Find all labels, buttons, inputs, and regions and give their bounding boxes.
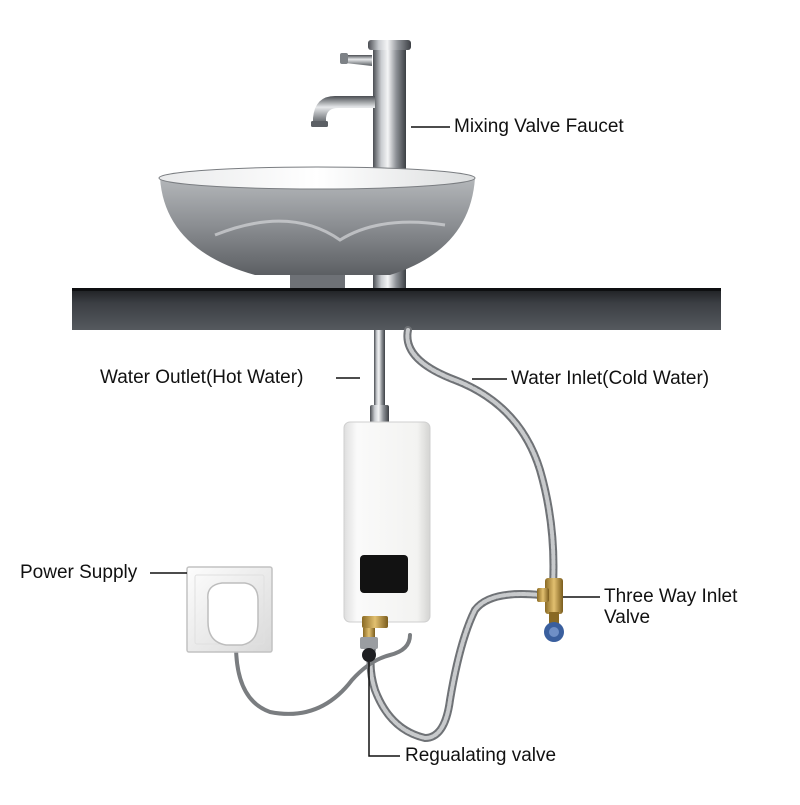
regulating-valve <box>360 628 378 662</box>
label-regulating-valve: Regualating valve <box>405 745 557 766</box>
cold-water-inlet-hose <box>403 326 558 589</box>
heater-feed-hose <box>366 590 544 743</box>
label-water-inlet: Water Inlet(Cold Water) <box>511 368 710 389</box>
leader-lines <box>150 126 600 757</box>
label-three-way-line1: Three Way Inlet <box>604 586 738 607</box>
heater-display <box>360 555 408 593</box>
three-way-inlet-valve <box>537 578 564 642</box>
label-mixing-valve-faucet: Mixing Valve Faucet <box>454 116 624 137</box>
countertop <box>72 288 721 330</box>
label-power-supply: Power Supply <box>20 562 138 583</box>
power-cable <box>234 633 412 716</box>
power-socket <box>186 566 273 653</box>
label-water-outlet: Water Outlet(Hot Water) <box>100 367 304 388</box>
hot-water-outlet-pipe <box>370 330 389 425</box>
power-plug <box>207 582 259 646</box>
sink-basin <box>158 166 476 290</box>
water-heater-unit <box>343 421 431 628</box>
label-three-way-line2: Valve <box>604 607 651 628</box>
leader-regulating <box>368 662 400 757</box>
